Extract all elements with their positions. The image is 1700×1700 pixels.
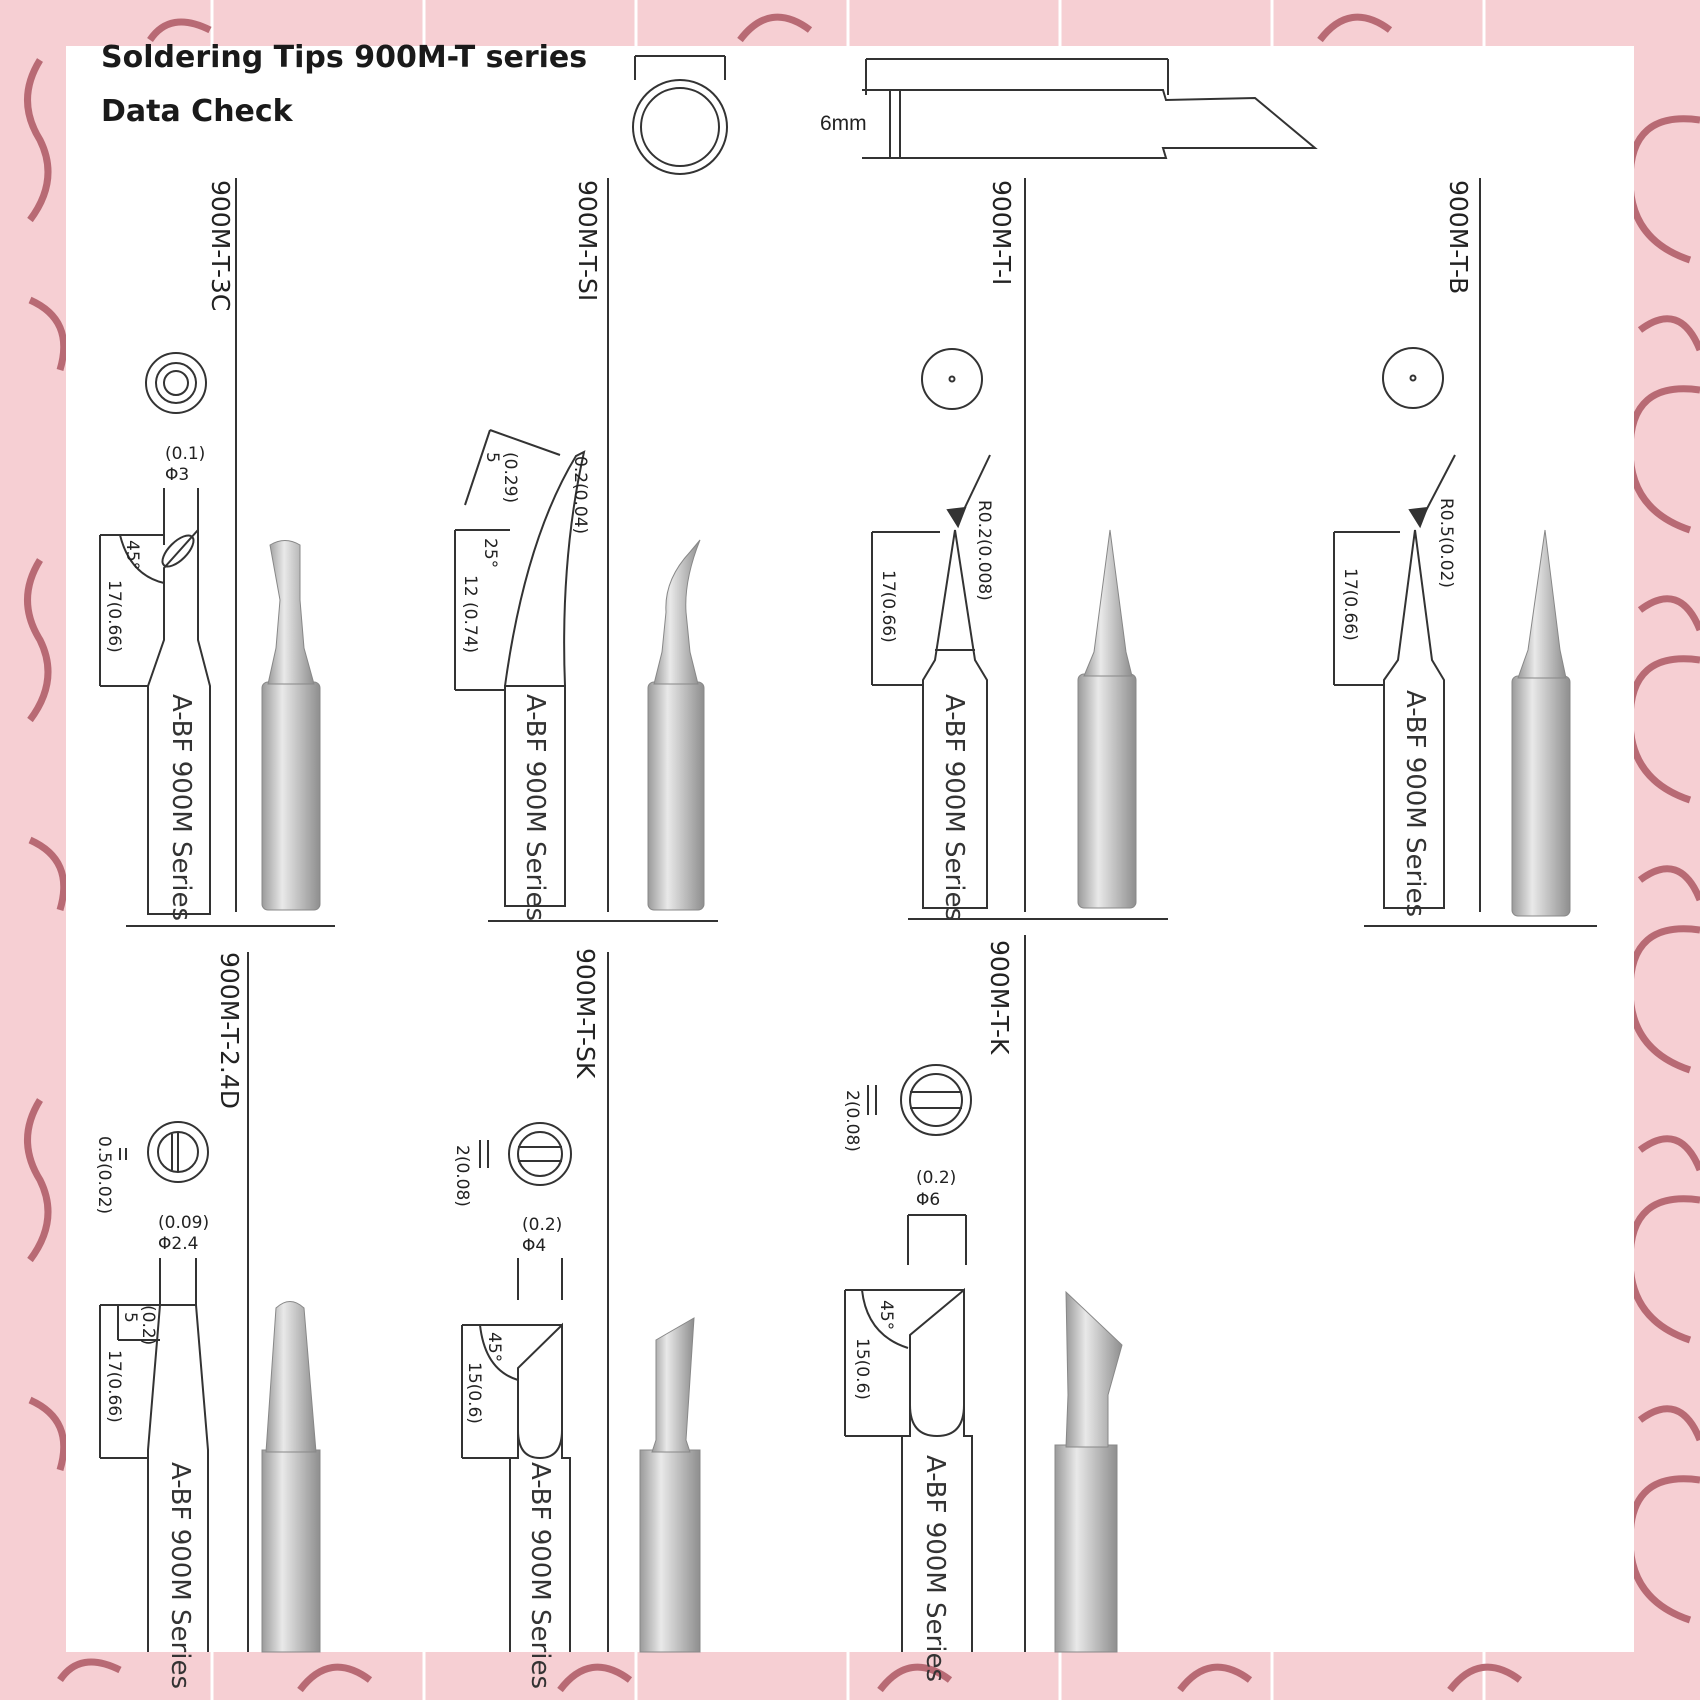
- dim-k-end: 2(0.08): [842, 1090, 862, 1152]
- dim-si-tol: (0.29): [500, 452, 520, 504]
- dim-k-angle: 45°: [876, 1300, 896, 1331]
- dim-i-radius: R0.2(0.008): [974, 500, 994, 601]
- dim-si-angle: 25°: [480, 538, 500, 569]
- dim-3c-length: 17(0.66): [104, 580, 124, 653]
- dim-2.4d-dia: Φ2.4: [158, 1234, 199, 1254]
- tip-photo-2.4d: [261, 1301, 321, 1653]
- series-label-k: A-BF 900M Series: [920, 1455, 950, 1683]
- dim-b-length: 17(0.66): [1340, 568, 1360, 641]
- dim-b-radius: R0.5(0.02): [1436, 498, 1456, 588]
- series-label-b: A-BF 900M Series: [1400, 690, 1430, 918]
- series-label-3c: A-BF 900M Series: [166, 694, 196, 922]
- header-end-view: [632, 79, 728, 175]
- model-label-si: 900M-T-SI: [573, 180, 602, 302]
- dim-2.4d-tol: (0.09): [158, 1213, 210, 1233]
- header-side-view: [899, 89, 1318, 159]
- page-title: Soldering Tips 900M-T series: [101, 40, 588, 75]
- dim-sk-dia: Φ4: [522, 1236, 547, 1256]
- dim-si-5: 5: [482, 452, 502, 463]
- dim-sk-angle: 45°: [484, 1332, 504, 1363]
- diagram-sheet: [66, 46, 1634, 1652]
- shank-diameter-label: 6mm: [820, 112, 867, 135]
- dim-k-length: 15(0.6): [852, 1338, 872, 1400]
- series-label-sk: A-BF 900M Series: [525, 1462, 555, 1690]
- series-label-2.4d: A-BF 900M Series: [165, 1462, 195, 1690]
- model-label-i: 900M-T-I: [987, 180, 1016, 286]
- dim-3c-dia: Φ3: [165, 465, 190, 485]
- dim-k-tol: (0.2): [916, 1168, 957, 1188]
- dim-k-dia: Φ6: [916, 1190, 941, 1210]
- dim-2.4d-end: 0.5(0.02): [94, 1136, 114, 1215]
- dim-3c-angle: 45°: [122, 540, 142, 571]
- dim-i-length: 17(0.66): [878, 570, 898, 643]
- dim-2.4d-5: 5: [120, 1312, 140, 1323]
- model-label-sk: 900M-T-SK: [571, 948, 600, 1079]
- tip-photo-b: [1511, 529, 1571, 917]
- dim-2.4d-length: 17(0.66): [104, 1350, 124, 1423]
- series-label-i: A-BF 900M Series: [939, 694, 969, 922]
- dim-sk-length: 15(0.6): [464, 1362, 484, 1424]
- model-label-2.4d: 900M-T-2.4D: [215, 952, 244, 1110]
- tip-photo-sk: [639, 1317, 701, 1653]
- tip-photo-i: [1077, 529, 1137, 909]
- model-label-k: 900M-T-K: [985, 940, 1014, 1055]
- dim-sk-end: 2(0.08): [452, 1145, 472, 1207]
- dim-sk-tol: (0.2): [522, 1215, 563, 1235]
- dim-si-tip: 0.2(0.04): [570, 456, 590, 535]
- dim-2.4d-tol2: (0.2): [138, 1305, 158, 1346]
- model-label-3c: 900M-T-3C: [206, 180, 235, 312]
- tip-photo-3c: [261, 540, 321, 911]
- model-label-b: 900M-T-B: [1444, 180, 1473, 295]
- dim-3c-tol: (0.1): [165, 444, 206, 464]
- page-subtitle: Data Check: [101, 94, 293, 129]
- dim-si-length: 12 (0.74): [460, 575, 480, 654]
- tip-photo-si: [647, 539, 705, 911]
- tip-photo-k: [1054, 1290, 1123, 1653]
- series-label-si: A-BF 900M Series: [520, 694, 550, 922]
